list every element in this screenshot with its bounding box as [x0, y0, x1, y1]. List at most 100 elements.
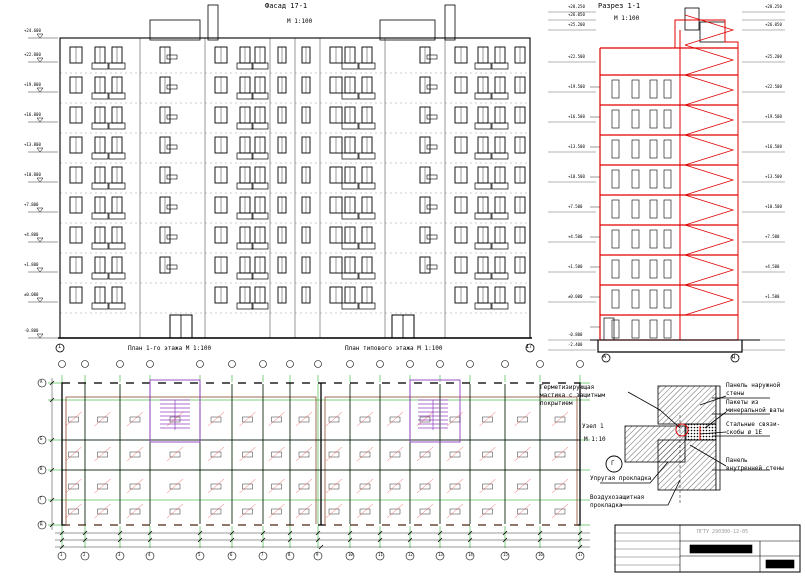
title-block — [614, 524, 801, 573]
section-opening — [663, 319, 672, 339]
room-tag — [129, 416, 141, 423]
stair-window — [426, 204, 438, 210]
axis-bubble — [314, 360, 322, 368]
facade-axis-label: 1 — [58, 344, 62, 350]
dimension-tick — [147, 537, 153, 543]
room-diagonal — [207, 503, 225, 519]
facade-elevation-label: -0.800 — [24, 328, 39, 333]
balcony-rail — [341, 182, 359, 190]
dimension-tick — [197, 537, 203, 543]
room-diagonal — [325, 411, 343, 427]
section-door — [603, 317, 615, 341]
balcony-rail — [358, 62, 376, 70]
dimension-tick — [347, 530, 353, 536]
room-tag — [271, 483, 282, 490]
section-opening — [611, 289, 620, 309]
balcony-rail — [358, 242, 376, 250]
plan-axis-label-side: В — [40, 466, 43, 471]
room-tag — [389, 416, 401, 423]
stamp-block — [765, 559, 795, 569]
room-tag — [242, 483, 253, 490]
facade-elevation-marks — [28, 33, 58, 339]
mineral-wool — [685, 423, 717, 441]
room-tag — [389, 483, 401, 490]
stair-window — [426, 144, 438, 150]
axis-bubble — [525, 343, 535, 353]
facade-elevation-label: +19.800 — [24, 82, 41, 87]
room-tag — [419, 483, 431, 490]
balcony-rail — [474, 152, 492, 160]
balcony-rail — [341, 62, 359, 70]
room-diagonal — [446, 503, 464, 519]
stair-window — [166, 84, 178, 90]
axis-bubble — [575, 551, 585, 561]
section-opening — [649, 109, 658, 129]
axis-bubble — [405, 551, 415, 561]
section-opening — [631, 199, 640, 219]
room-diagonal — [514, 446, 531, 462]
room-diagonal — [65, 503, 82, 519]
balcony-rail — [236, 92, 254, 100]
balcony-rail — [251, 302, 269, 310]
plan-axis-bubbles — [37, 360, 585, 561]
room-tag — [169, 483, 181, 490]
balcony-rail — [108, 122, 126, 130]
axis-bubble — [436, 360, 444, 368]
balcony-rail — [491, 122, 509, 130]
room-diagonal — [126, 503, 144, 519]
dimension-tick — [577, 530, 583, 536]
room-tag — [419, 451, 431, 458]
balcony-rail — [358, 182, 376, 190]
stair-flight — [684, 134, 735, 166]
axis-bubble — [146, 360, 154, 368]
section-opening — [611, 229, 620, 249]
section-elevation-left: +22.500 — [568, 54, 585, 59]
balcony-rail — [91, 212, 109, 220]
balcony-rail — [236, 272, 254, 280]
room-tag — [271, 416, 282, 423]
balcony-rail — [358, 122, 376, 130]
callout-steel-ties: Стальные связи- — [726, 421, 781, 428]
room-tag — [169, 416, 181, 423]
room-diagonal — [356, 411, 374, 427]
section-opening — [611, 169, 620, 189]
room-tag — [449, 451, 461, 458]
section-opening — [611, 259, 620, 279]
room-tag — [129, 483, 141, 490]
room-tag — [298, 483, 310, 490]
elevation-triangle — [36, 177, 44, 183]
section-opening — [649, 259, 658, 279]
callout-air-gasket: прокладка — [590, 502, 623, 509]
axis-bubble — [228, 360, 236, 368]
section-elevation-left: +26.050 — [568, 12, 585, 17]
section-elevation-left: ±0.000 — [568, 294, 583, 299]
axis-bubble — [466, 360, 474, 368]
balcony-rail — [341, 122, 359, 130]
section-opening — [611, 199, 620, 219]
axis-bubble — [346, 360, 354, 368]
balcony-rail — [91, 302, 109, 310]
section-opening — [663, 259, 672, 279]
room-diagonal — [239, 446, 256, 462]
room-diagonal — [126, 446, 144, 462]
sealant-joint — [675, 423, 689, 437]
balcony-rail — [341, 272, 359, 280]
room-diagonal — [551, 503, 569, 519]
callout-inner-panel: внутренней стены — [726, 465, 784, 472]
room-diagonal — [386, 503, 404, 519]
dimension-tick — [407, 530, 413, 536]
stair-window — [426, 114, 438, 120]
section-opening — [663, 109, 672, 129]
facade-elevation-label: +16.800 — [24, 112, 41, 117]
facade-elevation-label: +7.800 — [24, 202, 39, 207]
dimension-tick — [59, 537, 65, 543]
room-tag — [68, 508, 79, 515]
stamp-code: ПГТУ 290300-12-05 — [697, 529, 749, 535]
balcony-rail — [251, 62, 269, 70]
balcony-rail — [91, 152, 109, 160]
plan-axis-label-side: Г — [40, 496, 43, 501]
facade-axis-label: 17 — [526, 344, 533, 350]
room-diagonal — [166, 411, 184, 427]
section-opening — [631, 259, 640, 279]
room-diagonal — [551, 446, 569, 462]
